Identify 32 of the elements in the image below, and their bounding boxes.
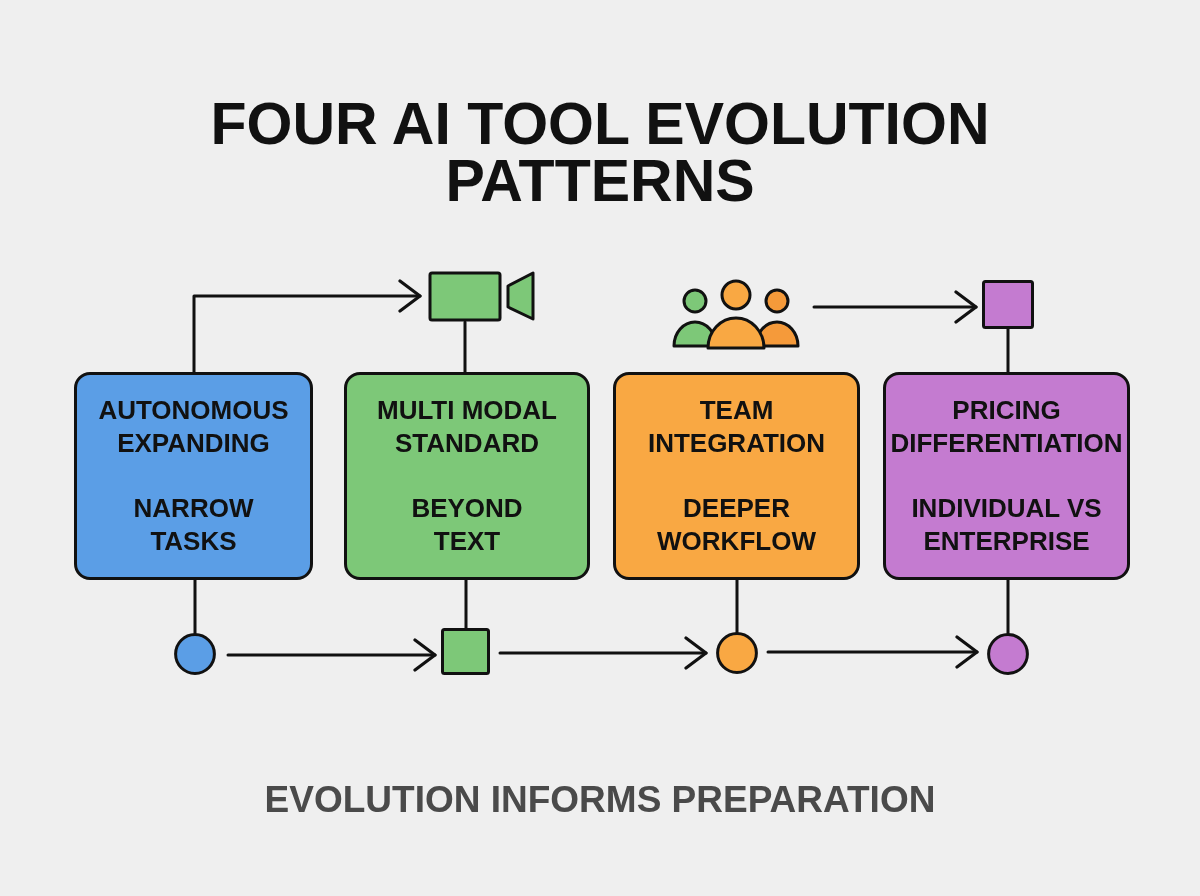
- camera-icon: [428, 270, 536, 322]
- process-box: [613, 372, 860, 580]
- step-circle: [987, 633, 1029, 675]
- pattern-note: BEYOND TEXT: [410, 492, 524, 558]
- process-box: [74, 372, 313, 580]
- arrow: [226, 638, 437, 672]
- arrow: [498, 636, 708, 670]
- connector-line: [735, 578, 739, 634]
- process-box: [883, 372, 1130, 580]
- connector-line: [1006, 578, 1010, 635]
- arrow: [192, 279, 422, 374]
- diagram-title: FOUR AI TOOL EVOLUTION PATTERNS: [210, 91, 990, 214]
- step-square: [441, 628, 490, 675]
- people-icon: [670, 278, 802, 350]
- pattern-title: MULTI MODAL STANDARD: [375, 394, 558, 460]
- pattern-title: TEAM INTEGRATION: [646, 394, 827, 460]
- pattern-note: INDIVIDUAL VS ENTERPRISE: [910, 492, 1103, 558]
- pattern-title: PRICING DIFFERENTIATION: [889, 394, 1124, 460]
- pattern-note: DEEPER WORKFLOW: [656, 492, 817, 558]
- caption-text: EVOLUTION INFORMS PREPARATION: [264, 779, 936, 820]
- step-circle: [716, 632, 758, 674]
- arrow: [812, 290, 978, 324]
- pattern-note: NARROW TASKS: [132, 492, 255, 558]
- connector-line: [464, 578, 468, 630]
- process-box: [344, 372, 590, 580]
- connector-line: [463, 320, 467, 374]
- connector-line: [1006, 327, 1010, 374]
- pattern-title: AUTONOMOUS EXPANDING: [97, 394, 290, 460]
- connector-line: [193, 578, 197, 635]
- square-marker: [982, 280, 1034, 329]
- arrow: [766, 635, 979, 669]
- step-circle: [174, 633, 216, 675]
